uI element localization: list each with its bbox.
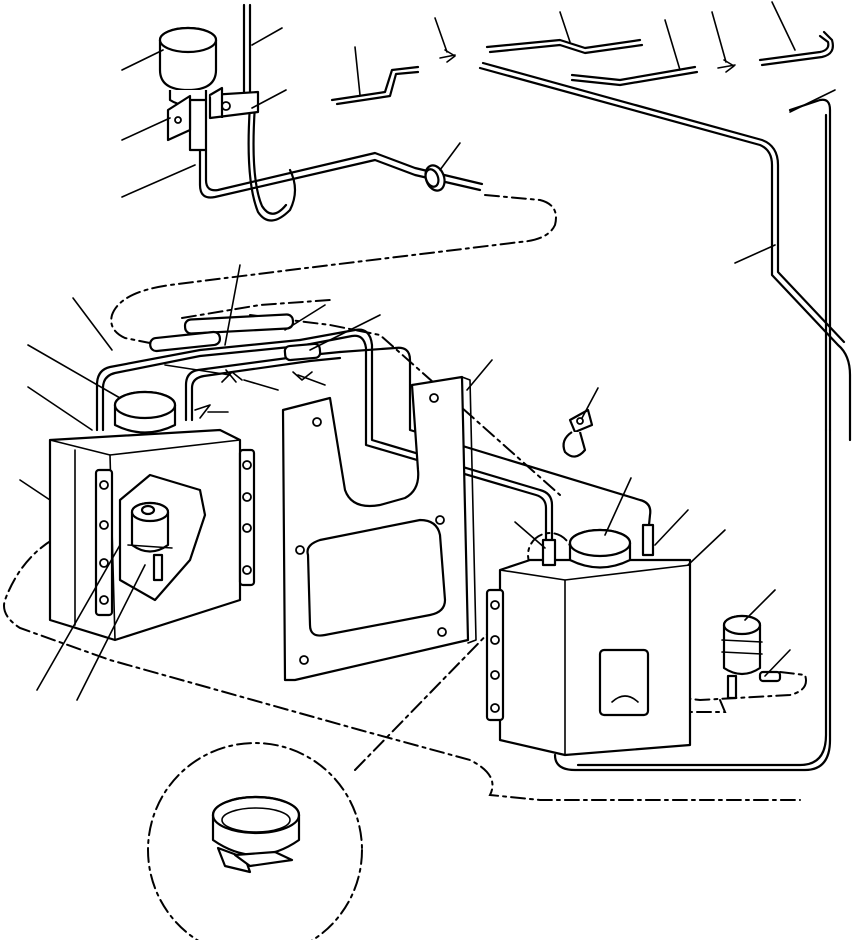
tank-mounting-plate	[281, 375, 477, 682]
hose-clamp-detail	[211, 795, 301, 874]
pipe-clamp	[562, 408, 594, 458]
washer-tubes	[95, 3, 852, 772]
rear-tank-cap	[541, 523, 655, 569]
upper-washer-pump	[158, 26, 218, 152]
front-tank-pump	[127, 501, 173, 582]
callout-leaders	[19, 1, 836, 701]
hose-clip-upper	[424, 164, 446, 192]
pump-mounting-bracket	[166, 86, 260, 142]
front-tank-cap	[113, 390, 177, 434]
rear-washer-tank	[485, 558, 692, 757]
rear-tank-pump	[721, 614, 782, 700]
nozzle-joints	[194, 49, 736, 419]
